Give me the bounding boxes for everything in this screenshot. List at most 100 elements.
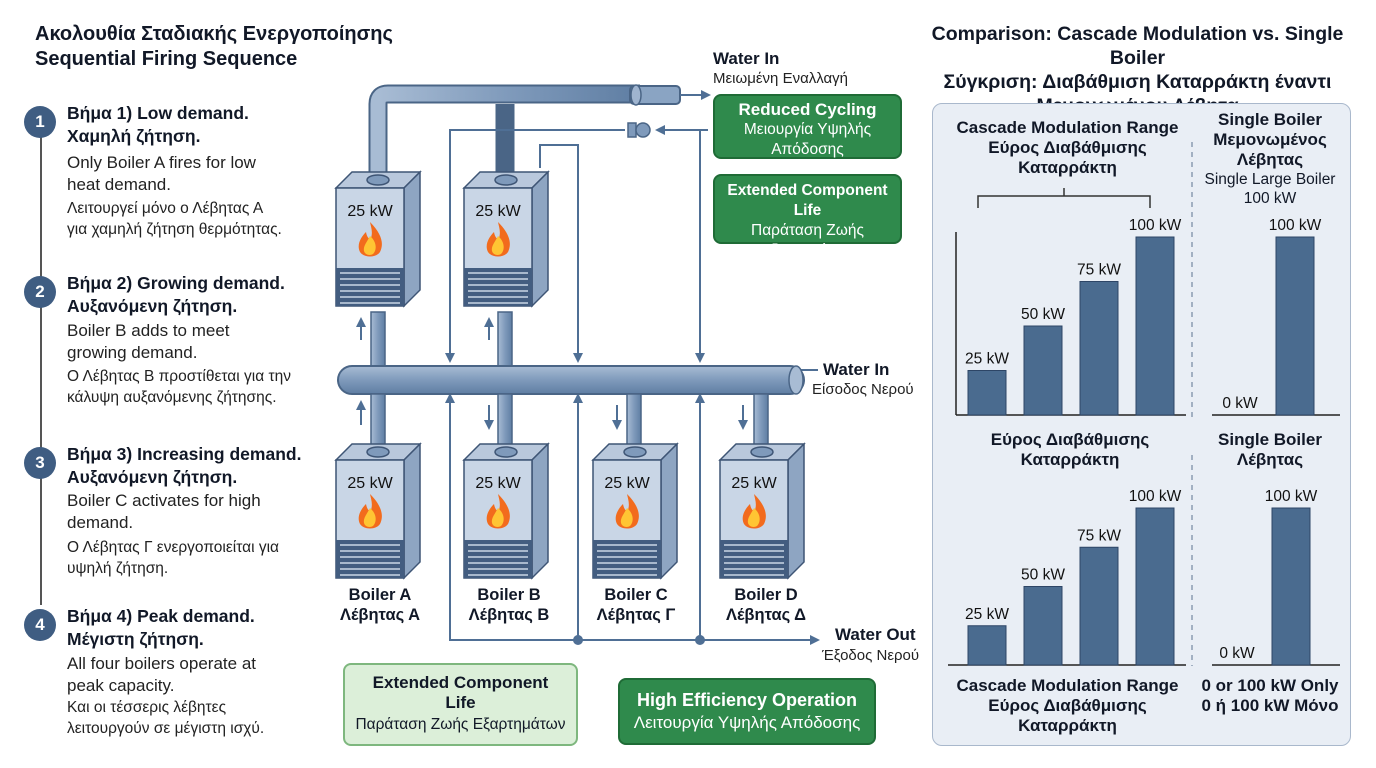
pipe-junction: [573, 635, 583, 645]
range-bracket: [977, 188, 1151, 208]
boiler-name-gr: Λέβητας Α: [339, 606, 421, 624]
chart-bar: [967, 625, 1007, 666]
boiler-name-gr: Λέβητας Δ: [725, 606, 807, 624]
footer-line: Εύρος Διαβάθμισης: [988, 696, 1147, 715]
main-header-pipe: [337, 365, 805, 395]
chart-bar: [1135, 507, 1175, 666]
chart-data-label: 100 kW: [1269, 217, 1322, 234]
flue-collar: [366, 174, 390, 186]
step-desc-gr-line: υψηλή ζήτηση.: [67, 560, 169, 577]
footer-line: 0 or 100 kW Only: [1201, 676, 1339, 695]
step-heading-en: Βήμα 1) Low demand.: [67, 103, 249, 123]
callout-subtitle: Παράταση Ζωής: [751, 222, 864, 239]
vent-grille: [464, 268, 532, 306]
header-line: Καταρράκτη: [1018, 158, 1117, 177]
header-line: Εύρος Διαβάθμισης: [988, 138, 1147, 157]
left-title-greek: Ακολουθία Σταδιακής Ενεργοποίησης: [35, 23, 393, 45]
boiler-c: 25 kW: [591, 442, 679, 580]
step-desc-gr: Λειτουργεί μόνο ο Λέβητας Α για χαμηλή ζ…: [67, 198, 282, 240]
step-desc-en-line: Boiler C activates for high: [67, 491, 261, 510]
header-line: Καταρράκτη: [1020, 450, 1120, 469]
step-desc-gr-line: Ο Λέβητας Γ ενεργοποιείται για: [67, 539, 279, 556]
step-desc-en-line: heat demand.: [67, 175, 171, 194]
reduced-cycling-callout: Reduced Cycling Μειουργία Υψηλής Απόδοση…: [713, 94, 902, 159]
callout-subtitle: Απόδοσης: [771, 141, 844, 158]
step-4: 4 Βήμα 4) Peak demand. Μέγιστη ζήτηση. A…: [24, 605, 324, 755]
step-desc-gr: Ο Λέβητας Β προστίθεται για την κάλυψη α…: [67, 366, 291, 408]
flame-icon: [742, 494, 766, 529]
top-boiler-connectors: [356, 311, 513, 369]
step-desc-gr-line: για χαμηλή ζήτηση θερμότητας.: [67, 221, 282, 238]
step-desc-en: Boiler C activates for high demand.: [67, 490, 261, 534]
top-single-chart: 0 kW 100 kW: [1212, 217, 1340, 416]
header-line: Cascade Modulation Range: [956, 118, 1179, 137]
comparison-title-gr: Σύγκριση: Διαβάθμιση Καταρράκτη έναντι: [943, 71, 1332, 93]
header-line: 100 kW: [1243, 190, 1297, 207]
callout-title: Extended Component: [372, 673, 549, 692]
top-supply-pipe: [368, 84, 711, 178]
header-line: Μεμονωμένος: [1213, 130, 1327, 149]
bottom-single-footer: 0 or 100 kW Only 0 ή 100 kW Μόνο: [1190, 676, 1350, 716]
step-desc-en-line: Only Boiler A fires for low: [67, 153, 256, 172]
boiler-top-1: 25 kW: [334, 170, 422, 308]
vent-grille: [593, 540, 661, 578]
footer-line: 0 ή 100 kW Μόνο: [1201, 696, 1339, 715]
bottom-boiler-connectors: [356, 393, 769, 447]
callout-subtitle: Εξαρτημάτων: [761, 242, 854, 259]
boiler-b-label: Boiler B Λέβητας Β: [459, 585, 559, 625]
boiler-d-label: Boiler D Λέβητας Δ: [716, 585, 816, 625]
step-desc-gr-line: λειτουργούν σε μέγιστη ισχύ.: [67, 720, 265, 737]
chart-data-label: 75 kW: [1077, 527, 1121, 544]
boiler-kw-label: 25 kW: [347, 475, 393, 492]
flue-collar: [366, 446, 390, 458]
step-desc-en-line: peak capacity.: [67, 676, 175, 695]
vent-grille: [336, 540, 404, 578]
step-heading: Βήμα 3) Increasing demand. Αυξανόμενη ζή…: [67, 443, 301, 489]
header-line: Εύρος Διαβάθμισης: [990, 430, 1150, 449]
chart-data-label: 100 kW: [1265, 488, 1318, 505]
step-number-badge: 2: [24, 276, 56, 308]
callout-subtitle: Παράταση Ζωής Εξαρτημάτων: [355, 716, 566, 733]
boiler-name: Boiler D: [734, 586, 798, 604]
high-efficiency-callout: High Efficiency Operation Λειτουργία Υψη…: [618, 678, 876, 745]
boiler-kw-label: 25 kW: [731, 475, 777, 492]
callout-title: Life: [445, 693, 476, 712]
extended-life-callout-bottom: Extended Component Life Παράταση Ζωής Εξ…: [343, 663, 578, 746]
step-desc-gr-line: Ο Λέβητας Β προστίθεται για την: [67, 368, 291, 385]
flame-icon: [486, 494, 510, 529]
flue-collar: [623, 446, 647, 458]
step-heading: Βήμα 1) Low demand. Χαμηλή ζήτηση.: [67, 102, 249, 148]
flame-icon: [358, 494, 382, 529]
boilers-group: 25 kW 25 kW 25 kW 25 kW 25 kW 25 kW: [334, 170, 806, 580]
chart-bar: [1023, 586, 1063, 666]
step-heading-en: Βήμα 4) Peak demand.: [67, 606, 255, 626]
top-single-header: Single Boiler Μεμονωμένος Λέβητας Single…: [1195, 110, 1345, 208]
flame-icon: [486, 222, 510, 257]
step-heading-gr: Μέγιστη ζήτηση.: [67, 629, 204, 649]
flue-collar: [494, 174, 518, 186]
flue-collar: [750, 446, 774, 458]
boiler-kw-label: 25 kW: [475, 203, 521, 220]
callout-subtitle: Λειτουργία Υψηλής Απόδοσης: [633, 713, 861, 732]
boiler-a-label: Boiler A Λέβητας Α: [330, 585, 430, 625]
vent-grille: [336, 268, 404, 306]
callout-title: High Efficiency Operation: [636, 690, 858, 710]
chart-data-label: 0 kW: [1222, 395, 1258, 412]
chart-bar: [1275, 236, 1315, 416]
boiler-name: Boiler A: [348, 586, 412, 604]
step-desc-en-line: Boiler B adds to meet: [67, 321, 230, 340]
chart-data-label: 0 kW: [1219, 645, 1255, 662]
footer-line: Καταρράκτη: [1018, 716, 1117, 735]
boiler-kw-label: 25 kW: [475, 475, 521, 492]
flame-icon: [358, 222, 382, 257]
step-heading-gr: Αυξανόμενη ζήτηση.: [67, 296, 238, 316]
header-line: Λέβητας: [1236, 450, 1304, 469]
water-out-label: Water Out: [835, 625, 916, 644]
chart-bar: [967, 370, 1007, 416]
steps-timeline-line: [40, 135, 42, 605]
step-desc-gr-line: Και οι τέσσερις λέβητες: [67, 699, 227, 716]
top-cascade-header: Cascade Modulation Range Εύρος Διαβάθμισ…: [945, 118, 1190, 178]
step-desc-en-line: demand.: [67, 513, 134, 532]
chart-data-label: 25 kW: [965, 606, 1009, 623]
chart-bar: [1271, 507, 1311, 666]
